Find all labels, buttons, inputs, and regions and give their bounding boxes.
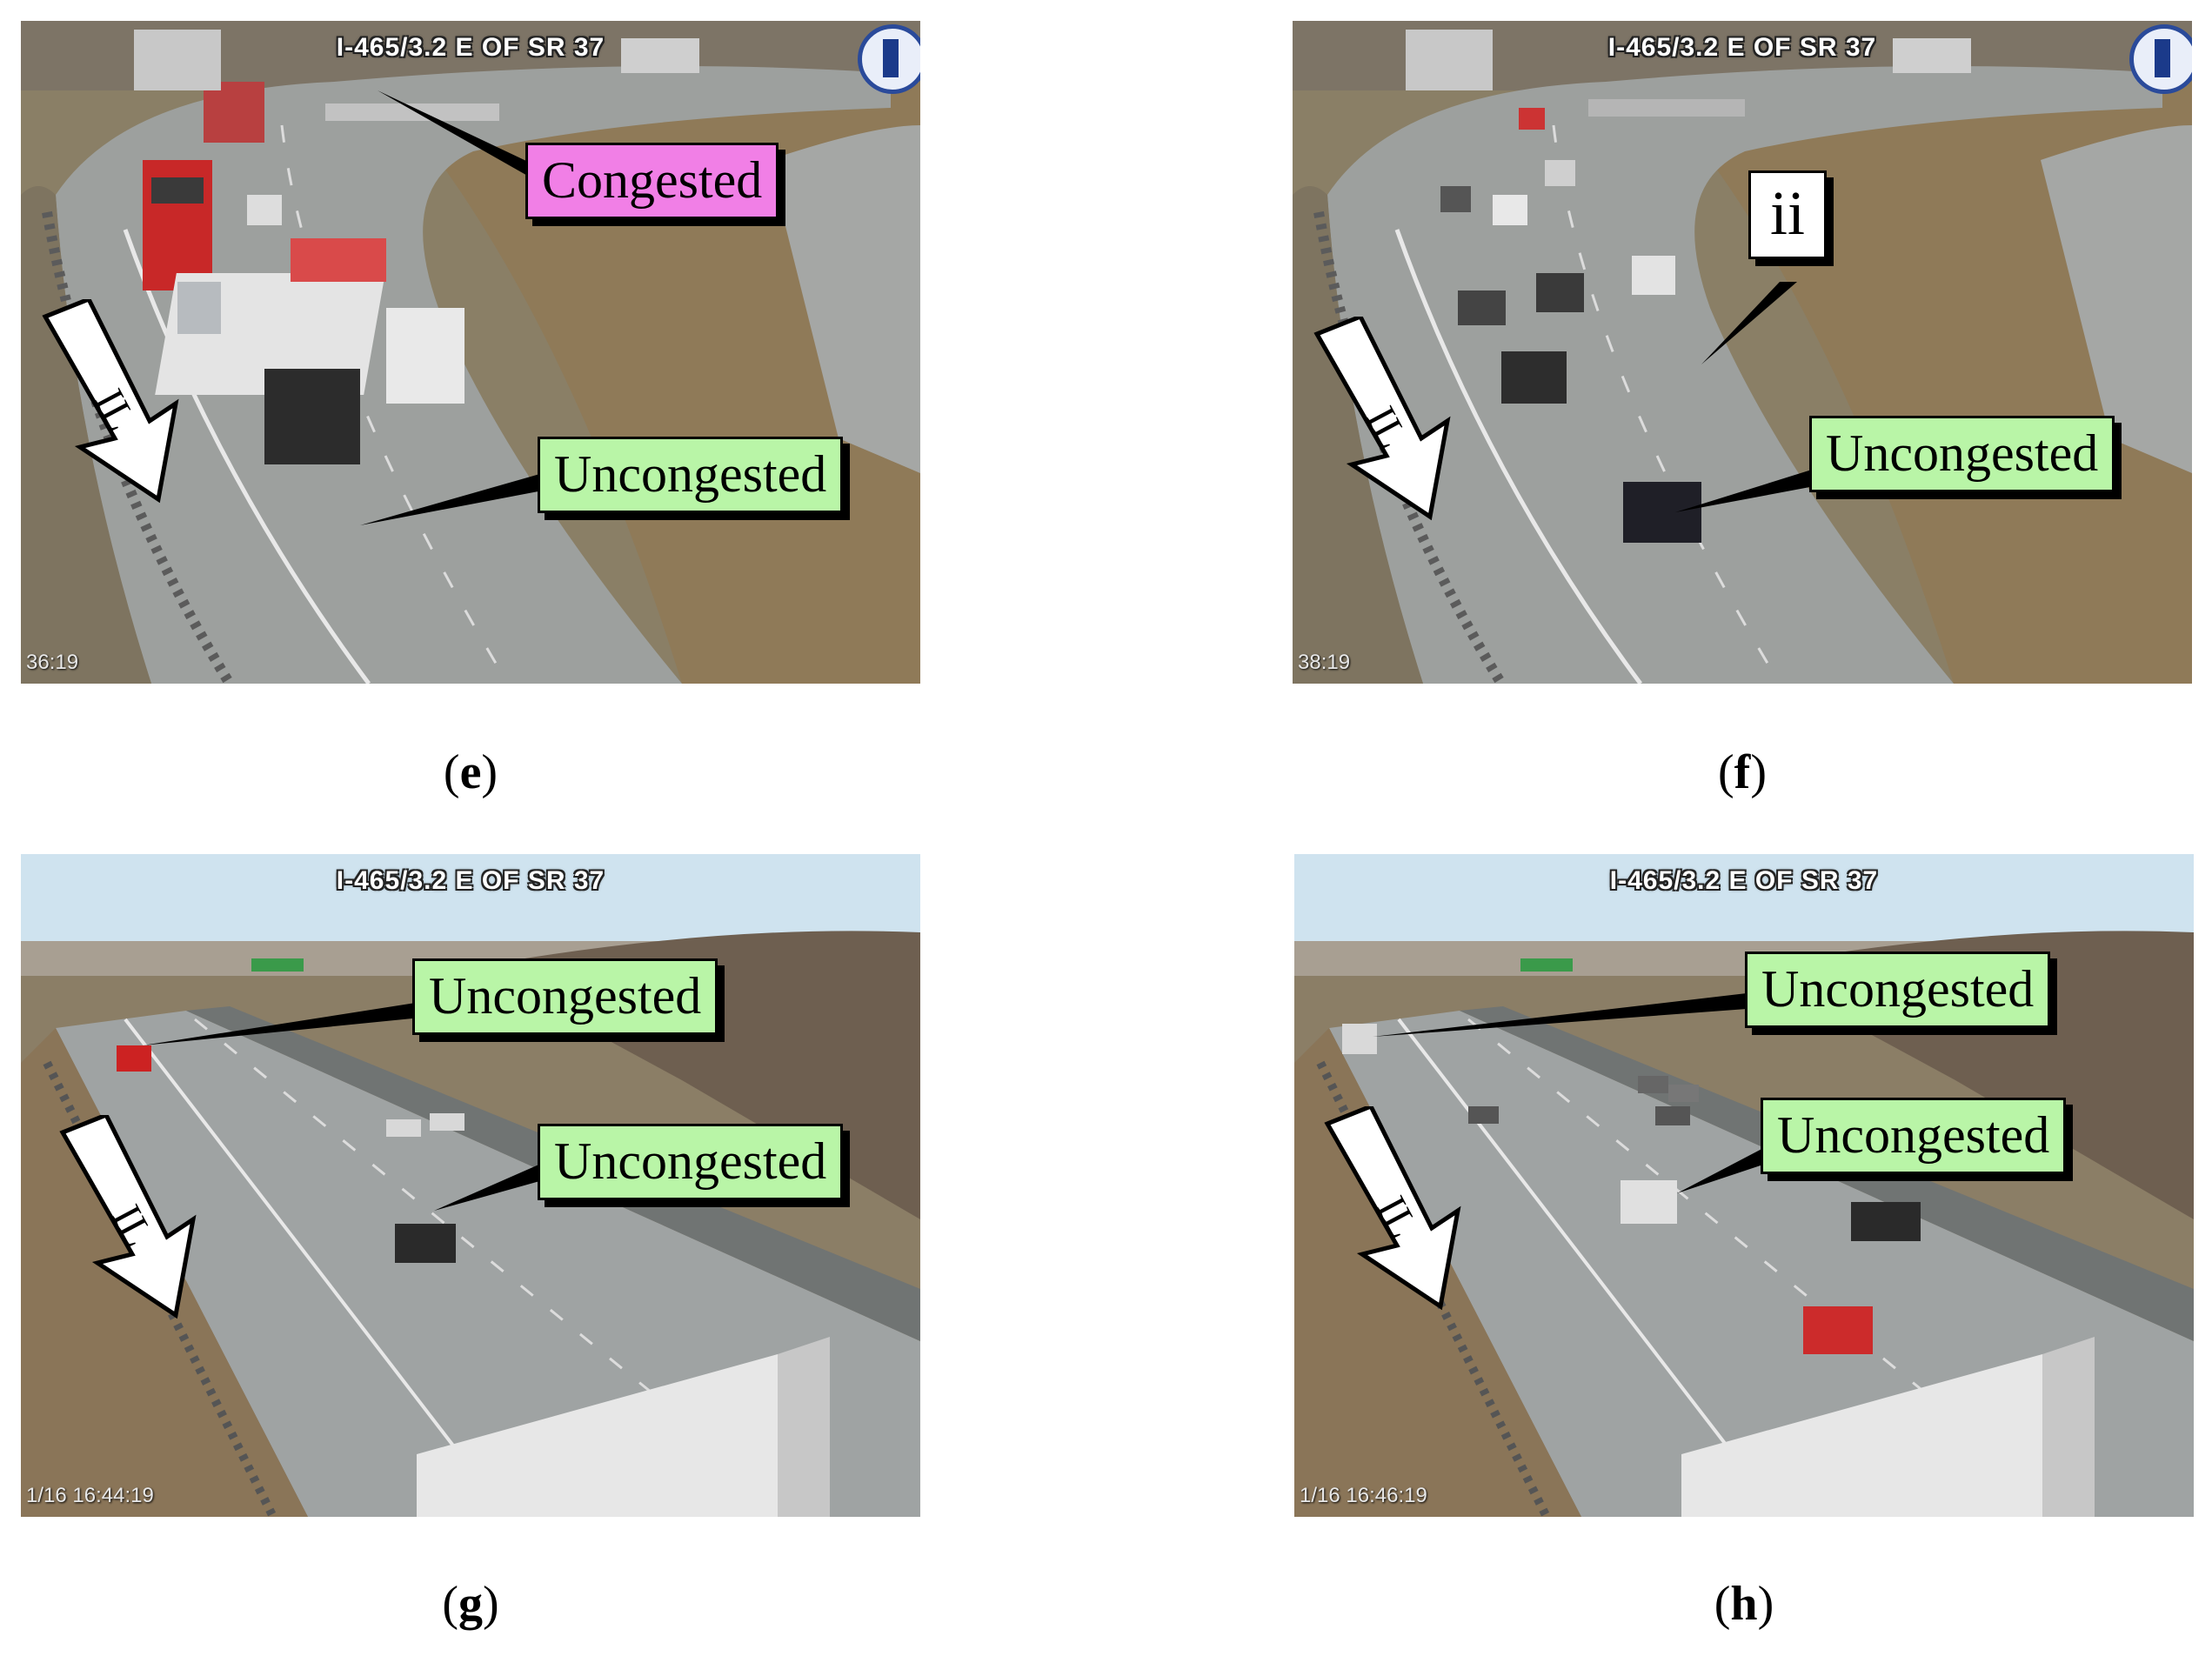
uncongested-pointer-near: [434, 1163, 543, 1211]
congested-pointer: [378, 90, 543, 184]
uncongested-label: Uncongested: [1809, 416, 2115, 492]
lane-direction-arrow-icon: IL: [59, 1115, 197, 1319]
camera-timestamp: 38:19: [1298, 651, 1351, 674]
callout-lines: [360, 90, 543, 525]
camera-title: I-465/3.2 E OF SR 37: [336, 33, 605, 62]
uncongested-label: Uncongested: [538, 437, 844, 513]
panel-caption-f: (f): [1718, 745, 1767, 799]
uncongested-label-near: Uncongested: [1761, 1098, 2067, 1174]
uncongested-pointer-far: [143, 1002, 421, 1045]
camera-title: I-465/3.2 E OF SR 37: [336, 866, 605, 895]
camera-panel-h: I-465/3.2 E OF SR 37 1/16 16:46:19 IL Un…: [1294, 854, 2194, 1517]
camera-timestamp: 36:19: [26, 651, 79, 674]
panel-caption-e: (e): [443, 745, 498, 799]
ii-pointer: [1701, 282, 1797, 364]
lane-direction-arrow-icon: IL: [42, 299, 179, 504]
camera-timestamp: 1/16 16:46:19: [1300, 1484, 1427, 1507]
traffic-scene-f: [1293, 21, 2192, 684]
reference-label-ii: ii: [1748, 170, 1828, 259]
uncongested-label-near: Uncongested: [538, 1124, 844, 1200]
camera-panel-g: I-465/3.2 E OF SR 37 1/16 16:44:19 IL Un…: [21, 854, 920, 1517]
camera-timestamp: 1/16 16:44:19: [26, 1484, 154, 1507]
indot-logo-icon: [858, 24, 920, 94]
uncongested-label-far: Uncongested: [1745, 952, 2051, 1028]
traffic-scene-e: [21, 21, 920, 684]
uncongested-label-far: Uncongested: [412, 958, 718, 1035]
callout-lines: [143, 1002, 543, 1211]
uncongested-pointer: [1675, 469, 1814, 512]
camera-panel-e: I-465/3.2 E OF SR 37 36:19 IL Congested …: [21, 21, 920, 684]
congested-label: Congested: [525, 143, 779, 219]
camera-title: I-465/3.2 E OF SR 37: [1609, 866, 1879, 895]
lane-direction-arrow-icon: IL: [1313, 317, 1451, 521]
lane-direction-arrow-icon: IL: [1324, 1106, 1461, 1311]
uncongested-pointer-far: [1373, 993, 1747, 1037]
uncongested-pointer: [360, 473, 543, 525]
panel-caption-h: (h): [1714, 1577, 1774, 1631]
indot-logo-icon: [2129, 24, 2192, 94]
callout-lines: [1373, 993, 1768, 1193]
uncongested-pointer-near: [1677, 1145, 1768, 1193]
callout-lines: [1675, 282, 1814, 512]
panel-caption-g: (g): [442, 1577, 499, 1631]
camera-title: I-465/3.2 E OF SR 37: [1607, 33, 1877, 62]
camera-panel-f: I-465/3.2 E OF SR 37 38:19 IL ii Unconge…: [1293, 21, 2192, 684]
